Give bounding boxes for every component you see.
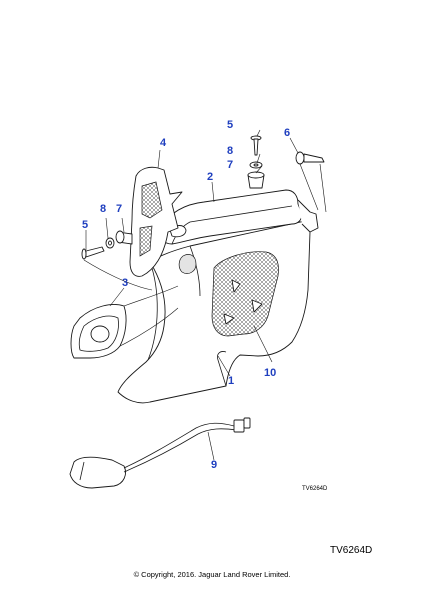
callout-3: 3 <box>122 277 128 289</box>
callout-5-upper: 5 <box>227 119 233 131</box>
callout-1: 1 <box>228 375 234 387</box>
callout-6: 6 <box>284 127 290 139</box>
leader-lines <box>85 129 299 461</box>
copyright-notice: © Copyright, 2016. Jaguar Land Rover Lim… <box>133 570 291 579</box>
lamp-assembly <box>69 417 251 489</box>
callout-2: 2 <box>207 171 213 183</box>
figure-id-small: TV6264D <box>302 486 328 492</box>
screw-6 <box>295 151 325 165</box>
callout-9: 9 <box>211 459 217 471</box>
reference-code: TV6264D <box>330 545 373 556</box>
callout-8-lower: 8 <box>100 203 106 215</box>
clip-upper-7 <box>247 171 265 189</box>
upper-trim-panel <box>159 189 319 245</box>
callout-8-upper: 8 <box>227 145 233 157</box>
lamp-bezel <box>70 285 179 359</box>
guide-lines <box>83 163 327 291</box>
callout-10: 10 <box>264 367 276 379</box>
washer-upper-8 <box>249 161 263 169</box>
speaker-grille <box>211 251 279 337</box>
callout-5-lower: 5 <box>82 219 88 231</box>
screw-lower-5 <box>81 246 105 260</box>
washer-lower-8 <box>105 237 115 249</box>
screw-upper-5 <box>250 135 262 156</box>
clip-lower-7 <box>115 230 133 245</box>
seal-trim <box>129 166 183 277</box>
callout-7-lower: 7 <box>116 203 122 215</box>
callout-4: 4 <box>160 137 167 149</box>
callout-7-upper: 7 <box>227 159 233 171</box>
